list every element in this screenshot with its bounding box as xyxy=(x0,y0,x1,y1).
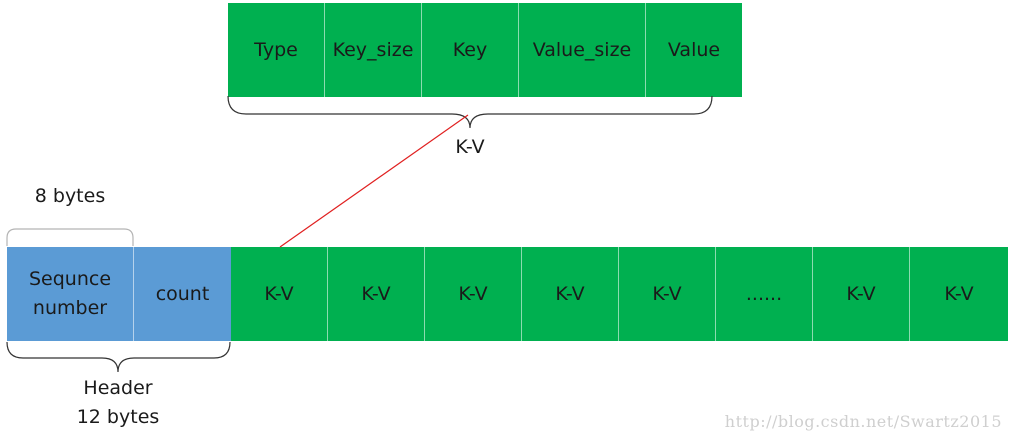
header-brace xyxy=(6,341,231,373)
kv-detail-row: Type Key_size Key Value_size Value xyxy=(228,3,742,97)
kv-field-value-size: Value_size xyxy=(519,3,646,97)
seq-size-label: 8 bytes xyxy=(34,185,106,207)
seq-size-brace xyxy=(6,228,134,246)
record-cell: K-V xyxy=(910,247,1008,341)
kv-field-type: Type xyxy=(228,3,325,97)
record-cell: K-V xyxy=(328,247,425,341)
record-cell: K-V xyxy=(813,247,910,341)
kv-field-key: Key xyxy=(422,3,519,97)
record-cell-ellipsis: ...... xyxy=(716,247,813,341)
header-size-caption: 12 bytes xyxy=(76,406,160,428)
kv-field-value: Value xyxy=(646,3,742,97)
record-cell: K-V xyxy=(619,247,716,341)
record-cell: K-V xyxy=(231,247,328,341)
record-cell: K-V xyxy=(522,247,619,341)
header-caption: Header xyxy=(83,377,153,399)
kv-caption: K-V xyxy=(455,136,485,158)
count-cell: count xyxy=(134,247,231,341)
sequence-number-cell: Sequnce number xyxy=(7,247,134,341)
record-cell: K-V xyxy=(425,247,522,341)
kv-detail-brace xyxy=(227,95,713,129)
kv-field-key-size: Key_size xyxy=(325,3,422,97)
header-row: Sequnce number count xyxy=(7,247,231,341)
watermark-text: http://blog.csdn.net/Swartz2015 xyxy=(724,412,1002,431)
record-row: K-V K-V K-V K-V K-V ...... K-V K-V xyxy=(231,247,1008,341)
